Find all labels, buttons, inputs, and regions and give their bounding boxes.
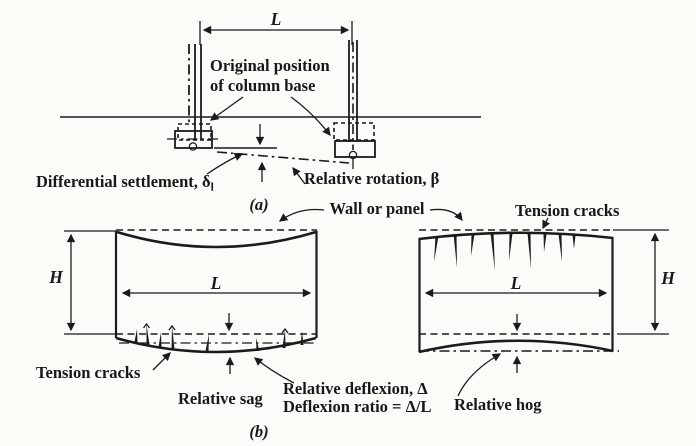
- part-a-tag: (a): [249, 195, 268, 214]
- panel-dim-l-label: L: [210, 273, 222, 293]
- right-footing-original-outline: [333, 122, 375, 141]
- sagging-panel: L H: [48, 229, 318, 374]
- tension-crack: [453, 234, 457, 268]
- tension-crack: [158, 332, 162, 347]
- left-footing-pin: [188, 142, 198, 151]
- hogging-panel: L H: [418, 217, 676, 373]
- wall-or-panel-label: Wall or panel: [329, 199, 424, 218]
- differential-settlement-text: Differential settlement, δ: [36, 172, 211, 191]
- tension-crack: [281, 327, 289, 334]
- differential-settlement-subscript: l: [211, 182, 214, 194]
- rotation-pointer-arrow: [292, 166, 306, 185]
- relative-sag-label: Relative sag: [178, 389, 264, 408]
- tension-cracks-top-label: Tension cracks: [515, 201, 620, 220]
- original-position-label-line1: Original position: [210, 56, 330, 75]
- left-footing-original-outline: [177, 123, 212, 141]
- deflexion-ratio-label: Deflexion ratio = Δ/L: [283, 397, 432, 416]
- tension-crack: [509, 233, 513, 261]
- relative-deflexion-label: Relative deflexion, Δ: [283, 379, 428, 398]
- settlement-pointer-arrow: [206, 152, 244, 175]
- tension-crack: [168, 324, 176, 331]
- dim-l-label: L: [270, 9, 282, 29]
- differential-settlement-label: Differential settlement, δl: [36, 172, 214, 194]
- relative-deflexion-arrow: [254, 357, 295, 384]
- tension-crack: [171, 326, 175, 349]
- tension-cracks-bottom-arrow: [152, 352, 171, 371]
- original-position-label-line2: of column base: [210, 76, 315, 95]
- part-b-tag: (b): [249, 422, 268, 441]
- part-b-diagram: Wall or panel L: [36, 199, 676, 441]
- panel-top-hog-curve: [418, 231, 614, 241]
- wall-panel-right-arrow: [429, 208, 463, 222]
- panel-bottom-sag-curve: [115, 336, 317, 354]
- tension-crack: [300, 331, 304, 345]
- tension-crack: [471, 234, 475, 256]
- tension-crack: [142, 322, 151, 329]
- panel-dim-h-label: H: [660, 268, 676, 288]
- tension-crack: [146, 324, 150, 345]
- wall-panel-left-arrow: [278, 208, 325, 222]
- relative-hog-arrow: [457, 353, 502, 397]
- tension-crack: [543, 234, 547, 252]
- tension-cracks-top-arrow: [542, 217, 550, 230]
- panel-bottom-hog-curve: [418, 339, 614, 354]
- part-a-diagram: L Original position of column: [36, 9, 481, 214]
- tension-crack: [558, 234, 562, 262]
- tension-crack: [527, 233, 531, 269]
- tension-crack: [282, 329, 286, 348]
- relative-rotation-label: Relative rotation, β: [304, 169, 440, 188]
- settled-base-line: [216, 151, 350, 164]
- tension-crack: [134, 329, 138, 342]
- panel-dim-l-label: L: [510, 273, 522, 293]
- panel-dim-h-label: H: [48, 267, 64, 287]
- original-position-right-arrow: [290, 96, 331, 137]
- original-position-left-arrow: [209, 96, 244, 121]
- tension-crack: [434, 236, 439, 262]
- right-footing-pin: [348, 150, 358, 160]
- tension-crack: [490, 233, 495, 271]
- tension-crack: [256, 338, 260, 351]
- tension-crack: [572, 235, 576, 249]
- panel-top-sag-curve: [116, 230, 317, 249]
- relative-hog-label: Relative hog: [454, 395, 542, 414]
- tension-cracks-bottom-label: Tension cracks: [36, 363, 141, 382]
- tension-crack: [205, 334, 209, 351]
- right-footing: [334, 140, 376, 158]
